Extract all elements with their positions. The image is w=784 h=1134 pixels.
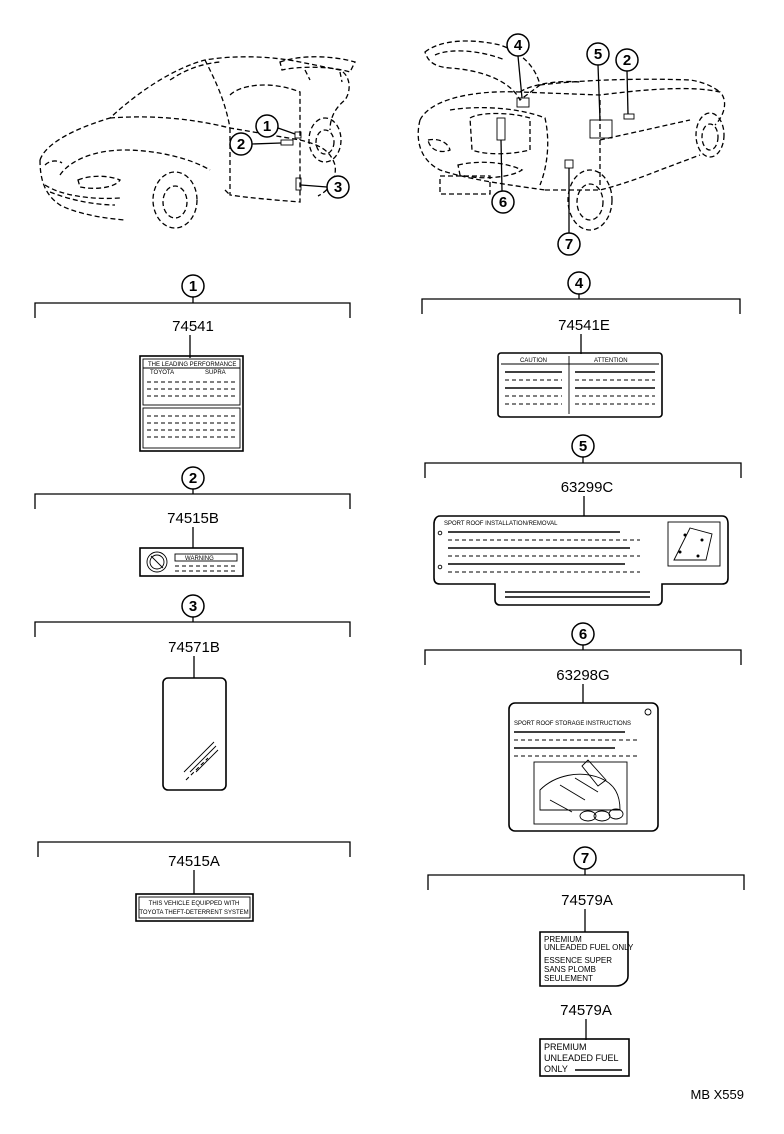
label-74541E-attention: ATTENTION: [594, 358, 628, 364]
section-6: 6 63298G SPORT ROOF STORAGE INSTRUCTIONS: [424, 622, 742, 832]
section-1: 1 74541 THE LEADING PERFORMANCE TOYOTA S…: [34, 274, 351, 452]
left-car-illustration: [39, 56, 356, 229]
right-car-illustration: [417, 40, 726, 231]
part-number-74571B: 74571B: [168, 639, 220, 656]
callout-1: 1: [263, 118, 271, 135]
callout-circle-2-right: [615, 48, 639, 72]
label-63298G-header: SPORT ROOF STORAGE INSTRUCTIONS: [514, 721, 631, 727]
label-74541-header: THE LEADING PERFORMANCE: [148, 362, 236, 368]
diagram-code: MB X559: [691, 1087, 744, 1102]
callout-circle-3: [326, 175, 350, 199]
callout-7: 7: [565, 236, 573, 253]
label-74515A-line1: THIS VEHICLE EQUIPPED WITH: [149, 901, 240, 907]
callout-circle-4: [506, 33, 530, 57]
part-number-74515B: 74515B: [167, 510, 219, 527]
label-63298G-illustration: SPORT ROOF STORAGE INSTRUCTIONS: [508, 702, 659, 832]
section-4-callout: 4: [575, 275, 584, 292]
section-2-callout: 2: [189, 470, 197, 487]
section-5: 5 63299C SPORT ROOF INSTALLATION/REMOVAL: [424, 434, 742, 606]
section-6-callout: 6: [579, 626, 587, 643]
label-74541E-illustration: CAUTION ATTENTION: [497, 352, 663, 418]
label-74579A-en-line2: UNLEADED FUEL: [544, 1053, 619, 1063]
label-74579A-bi-line5: SEULEMENT: [544, 974, 593, 983]
section-3-callout: 3: [189, 598, 197, 615]
label-74541E-caution: CAUTION: [520, 358, 547, 364]
section-5-callout: 5: [579, 438, 587, 455]
callout-circle-1: [255, 114, 279, 138]
label-74541-model: SUPRA: [205, 370, 226, 376]
label-74515A-line2: TOYOTA THEFT-DETERRENT SYSTEM: [139, 910, 248, 916]
label-74579A-english-illustration: PREMIUM UNLEADED FUEL ONLY: [539, 1038, 630, 1077]
section-74515A: 74515A THIS VEHICLE EQUIPPED WITH TOYOTA…: [37, 841, 351, 922]
callout-circle-5: [586, 42, 610, 66]
label-74579A-bi-line4: SANS PLOMB: [544, 965, 596, 974]
label-74515B-warning: WARNING: [185, 556, 214, 562]
label-74541-illustration: THE LEADING PERFORMANCE TOYOTA SUPRA: [139, 355, 244, 452]
part-number-63298G: 63298G: [556, 667, 609, 684]
label-63299C-illustration: SPORT ROOF INSTALLATION/REMOVAL: [433, 515, 729, 606]
part-number-63299C: 63299C: [561, 479, 614, 496]
label-74579A-en-line1: PREMIUM: [544, 1042, 587, 1052]
section-2: 2 74515B WARNING: [34, 466, 351, 577]
label-74541-brand: TOYOTA: [150, 370, 174, 376]
callout-5: 5: [594, 46, 602, 63]
label-74579A-bi-line2: UNLEADED FUEL ONLY: [544, 943, 634, 952]
callout-6: 6: [499, 194, 507, 211]
label-74579A-en-line3: ONLY: [544, 1064, 568, 1074]
label-74579A-bi-line3: ESSENCE SUPER: [544, 956, 612, 965]
section-7-callout: 7: [581, 850, 589, 867]
label-74579A-bilingual-illustration: PREMIUM UNLEADED FUEL ONLY ESSENCE SUPER…: [539, 931, 634, 987]
part-number-74541E: 74541E: [558, 317, 610, 334]
label-74571B-illustration: [162, 677, 227, 791]
left-car-callouts: 1 2 3: [229, 114, 350, 199]
section-4: 4 74541E CAUTION ATTENTION: [421, 271, 741, 418]
section-1-callout: 1: [189, 278, 197, 295]
section-3: 3 74571B: [34, 594, 351, 791]
part-number-74515A: 74515A: [168, 853, 220, 870]
part-number-74579A-upper: 74579A: [561, 892, 613, 909]
label-74515B-illustration: WARNING: [139, 547, 244, 577]
part-number-74579A-lower: 74579A: [560, 1002, 612, 1019]
callout-circle-6: [491, 190, 515, 214]
label-74579A-bi-line1: PREMIUM: [544, 935, 582, 944]
part-number-74541: 74541: [172, 318, 214, 335]
label-63299C-header: SPORT ROOF INSTALLATION/REMOVAL: [444, 521, 558, 527]
callout-2-right: 2: [623, 52, 631, 69]
callout-2-left: 2: [237, 136, 245, 153]
section-7: 7 74579A PREMIUM UNLEADED FUEL ONLY ESSE…: [427, 846, 745, 1077]
callout-4: 4: [514, 37, 523, 54]
right-car-callouts: 4 5 2 6 7: [491, 33, 639, 256]
callout-3: 3: [334, 179, 342, 196]
label-74515A-illustration: THIS VEHICLE EQUIPPED WITH TOYOTA THEFT-…: [135, 893, 254, 922]
callout-circle-7: [557, 232, 581, 256]
callout-circle-2-left: [229, 132, 253, 156]
